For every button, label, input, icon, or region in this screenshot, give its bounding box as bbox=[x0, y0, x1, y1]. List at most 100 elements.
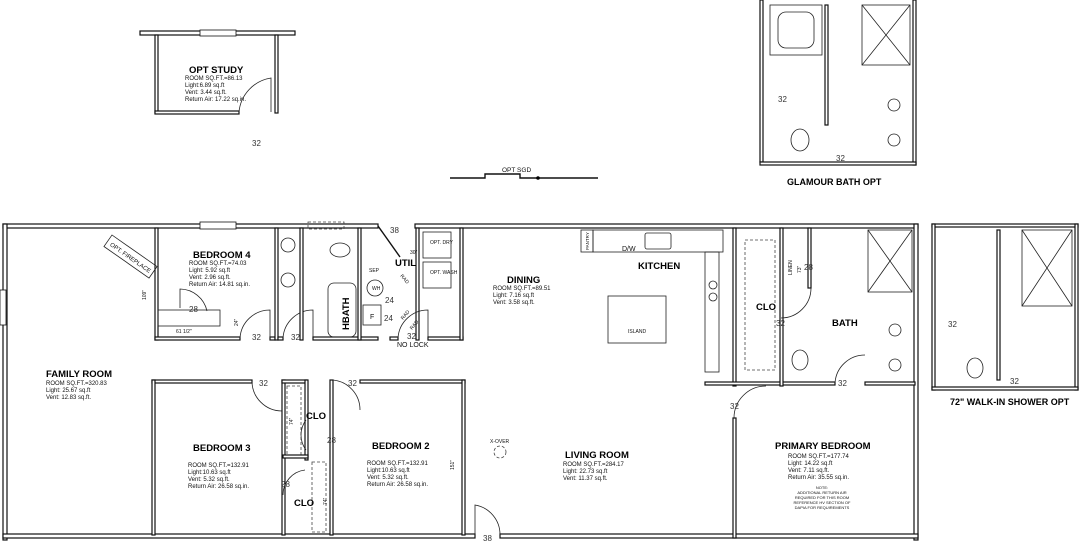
living-room-title: LIVING ROOM bbox=[565, 450, 629, 461]
util-dim: 30" bbox=[410, 250, 418, 256]
glamour-bath-door-1: 32 bbox=[778, 95, 787, 104]
rad-label-3: RAD bbox=[409, 319, 421, 331]
glamour-bath-label: GLAMOUR BATH OPT bbox=[787, 177, 882, 187]
island-label: ISLAND bbox=[628, 329, 646, 335]
rad-label-2: RAD bbox=[400, 309, 412, 321]
bedroom4-door: 32 bbox=[252, 333, 261, 342]
rad-label-1: RAD bbox=[398, 273, 410, 285]
hbath-door: 32 bbox=[291, 333, 300, 342]
opt-sgd: OPT SGD bbox=[450, 167, 598, 180]
util-dim-24a: 24 bbox=[385, 296, 394, 305]
walk-in-shower-option: 32 32 72" WALK-IN SHOWER OPT bbox=[931, 223, 1079, 407]
main-house-walls bbox=[0, 221, 919, 541]
water-heater-label: WH bbox=[372, 286, 381, 292]
bedroom3-title: BEDROOM 3 bbox=[193, 443, 251, 454]
linen-dim: 73" bbox=[797, 265, 803, 273]
glamour-bath-door-2: 32 bbox=[836, 154, 845, 163]
master-closet-door: 32 bbox=[776, 319, 785, 328]
walk-in-shower-door-1: 32 bbox=[948, 320, 957, 329]
util-sep-label: SEP bbox=[369, 268, 380, 274]
dining-sqft: ROOM SQ.FT.=89.51 bbox=[493, 286, 551, 292]
bedroom2-sqft: ROOM SQ.FT.=132.91 bbox=[367, 461, 429, 467]
closet-upper-title: CLO bbox=[306, 411, 326, 422]
bedroom4-closet-width: 61 1/2" bbox=[176, 329, 192, 335]
bedroom2-door: 32 bbox=[348, 379, 357, 388]
bedroom4-closet-door: 28 bbox=[189, 305, 198, 314]
bedroom4-wall-dim: 109" bbox=[142, 290, 148, 300]
family-room-sqft: ROOM SQ.FT.=320.83 bbox=[46, 381, 108, 387]
kitchen-title: KITCHEN bbox=[638, 261, 680, 272]
walk-in-shower-door-2: 32 bbox=[1010, 377, 1019, 386]
hbath-title: HBATH bbox=[341, 297, 352, 330]
family-room-light: Light: 25.67 sq.ft bbox=[46, 388, 91, 394]
bedroom3-door: 32 bbox=[259, 379, 268, 388]
bedroom2-light: Light:10.63 sq.ft bbox=[367, 468, 410, 474]
bedroom4-title: BEDROOM 4 bbox=[193, 250, 251, 261]
util-entry-door: 38 bbox=[390, 226, 399, 235]
bedroom2-vent: Vent: 5.32 sq.ft. bbox=[367, 475, 409, 481]
family-room-title: FAMILY ROOM bbox=[46, 369, 112, 380]
bedroom4-vent: Vent: 2.96 sq.ft. bbox=[189, 275, 231, 281]
opt-study-title: OPT STUDY bbox=[189, 65, 244, 76]
note-line: DAPIA FOR REQUIREMENTS bbox=[795, 505, 850, 510]
bedroom4-light: Light: 5.92 sq.ft bbox=[189, 268, 230, 274]
primary-bedroom-sqft: ROOM SQ.FT.=177.74 bbox=[788, 454, 850, 460]
living-room-light: Light: 22.73 sq.ft bbox=[563, 469, 608, 475]
linen-label: LINEN bbox=[788, 260, 794, 275]
opt-washer-label: OPT. WASH bbox=[430, 270, 458, 276]
bedroom2-wall-dim: 151" bbox=[450, 460, 456, 470]
opt-dryer-label: OPT. DRY bbox=[430, 240, 454, 246]
hall-door: 32 bbox=[730, 402, 739, 411]
no-lock-label: NO LOCK bbox=[397, 342, 429, 349]
bedroom3-return-air: Return Air: 26.58 sq.in. bbox=[188, 484, 249, 490]
bedroom4-sqft: ROOM SQ.FT.=74.03 bbox=[189, 261, 247, 267]
opt-study: OPT STUDY ROOM SQ.FT.=86.13 Light:6.89 s… bbox=[139, 29, 296, 148]
master-closet-title: CLO bbox=[756, 302, 776, 313]
opt-study-light: Light:6.89 sq.ft bbox=[185, 83, 225, 89]
bedroom4-closet-depth: 24" bbox=[234, 318, 240, 326]
bedroom3-light: Light:10.63 sq.ft bbox=[188, 470, 231, 476]
util-door: 32 bbox=[407, 332, 416, 341]
pantry-label: PANTRY bbox=[585, 232, 590, 250]
primary-bedroom-light: Light: 14.22 sq.ft bbox=[788, 461, 833, 467]
hbath-fan-label: F bbox=[370, 314, 374, 321]
bedroom3-sqft: ROOM SQ.FT.=132.91 bbox=[188, 463, 250, 469]
dining-light: Light: 7.16 sq.ft bbox=[493, 293, 534, 299]
bedroom2-return-air: Return Air: 26.58 sq.in. bbox=[367, 482, 428, 488]
dining-title: DINING bbox=[507, 275, 540, 286]
note-line: ADDITIONAL RETURN AIR bbox=[797, 490, 846, 495]
closet-upper-dim: 74" bbox=[289, 417, 295, 425]
note-line: NOTE: bbox=[816, 485, 828, 490]
bath-door: 32 bbox=[838, 379, 847, 388]
walk-in-shower-label: 72" WALK-IN SHOWER OPT bbox=[950, 397, 1070, 407]
primary-bedroom-title: PRIMARY BEDROOM bbox=[775, 441, 871, 452]
living-room-vent: Vent: 11.37 sq.ft. bbox=[563, 476, 608, 482]
bedroom4-return-air: Return Air: 14.81 sq.in. bbox=[189, 282, 250, 288]
bedroom3-closet-door: 28 bbox=[281, 480, 290, 489]
closet-lower-title: CLO bbox=[294, 498, 314, 509]
opt-sgd-label: OPT SGD bbox=[502, 167, 531, 174]
primary-bedroom-return-air: Return Air: 35.55 sq.in. bbox=[788, 475, 849, 481]
dishwasher-label: D/W bbox=[622, 246, 636, 253]
primary-bedroom-note: NOTE: ADDITIONAL RETURN AIR REQUIRED FOR… bbox=[794, 485, 851, 510]
linen-door: 28 bbox=[804, 263, 813, 272]
glamour-bath-option: 32 32 GLAMOUR BATH OPT bbox=[759, 0, 917, 187]
util-title: UTIL bbox=[395, 258, 416, 269]
xover-label: X-OVER bbox=[490, 439, 510, 445]
room-labels: OPT. FIREPLACE 109" BEDROOM 4 ROOM SQ.FT… bbox=[46, 226, 871, 543]
util-dim-24b: 24 bbox=[384, 314, 393, 323]
opt-study-door-width: 32 bbox=[252, 139, 261, 148]
bedroom2-title: BEDROOM 2 bbox=[372, 441, 430, 452]
living-room-sqft: ROOM SQ.FT.=284.17 bbox=[563, 462, 625, 468]
note-line: REQUIRED FOR THIS ROOM bbox=[795, 495, 849, 500]
bedroom2-closet-door: 28 bbox=[327, 436, 336, 445]
opt-study-return-air: Return Air: 17.22 sq.in. bbox=[185, 97, 246, 103]
bedroom3-vent: Vent: 5.32 sq.ft. bbox=[188, 477, 230, 483]
note-line: REFERENCE HV SECTION OF bbox=[794, 500, 851, 505]
opt-study-vent: Vent: 3.44 sq.ft. bbox=[185, 90, 227, 96]
opt-study-sqft: ROOM SQ.FT.=86.13 bbox=[185, 76, 243, 82]
bath-title: BATH bbox=[832, 318, 858, 329]
dining-vent: Vent: 3.58 sq.ft. bbox=[493, 300, 535, 306]
family-room-vent: Vent: 12.83 sq.ft. bbox=[46, 395, 91, 401]
